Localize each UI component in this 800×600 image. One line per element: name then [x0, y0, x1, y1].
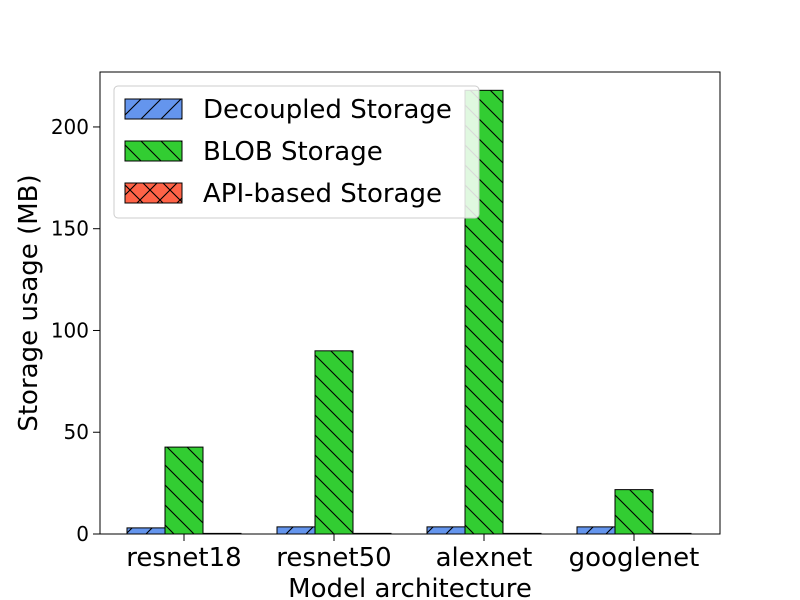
- x-axis: resnet18 resnet50 alexnet googlenet: [126, 534, 699, 573]
- bar-decoupled-storage-resnet50: [276, 526, 316, 535]
- legend-swatch-2: [124, 182, 183, 204]
- y-tick-label: 150: [51, 217, 89, 241]
- bar-decoupled-storage-alexnet: [426, 526, 466, 535]
- legend-box: [113, 85, 480, 219]
- bar-blob-storage-resnet18: [164, 446, 204, 535]
- x-tick-label-googlenet: googlenet: [569, 543, 700, 573]
- y-tick-label: 50: [64, 420, 89, 444]
- bar-blob-storage-googlenet: [614, 489, 654, 535]
- y-axis: 0 50 100 150 200: [51, 115, 100, 546]
- y-tick-label: 200: [51, 115, 89, 139]
- bars-layer: [126, 89, 692, 535]
- legend-swatch-0: [124, 98, 183, 120]
- x-tick-label-resnet18: resnet18: [126, 543, 241, 573]
- plot-area-frame: [99, 71, 721, 535]
- x-axis-title: Model architecture: [288, 574, 532, 600]
- legend-swatch-1: [124, 140, 183, 162]
- bar-blob-storage-resnet50: [314, 350, 354, 535]
- bar-decoupled-storage-googlenet: [576, 526, 616, 535]
- y-axis-title: Storage usage (MB): [14, 174, 44, 431]
- y-tick-label: 100: [51, 318, 89, 342]
- legend-label-1: BLOB Storage: [203, 137, 383, 167]
- bar-decoupled-storage-resnet18: [126, 527, 166, 535]
- x-tick-label-resnet50: resnet50: [276, 543, 391, 573]
- legend-label-2: API-based Storage: [203, 179, 442, 209]
- y-tick-label: 0: [76, 522, 89, 546]
- x-tick-label-alexnet: alexnet: [436, 543, 533, 573]
- legend-label-0: Decoupled Storage: [203, 95, 452, 125]
